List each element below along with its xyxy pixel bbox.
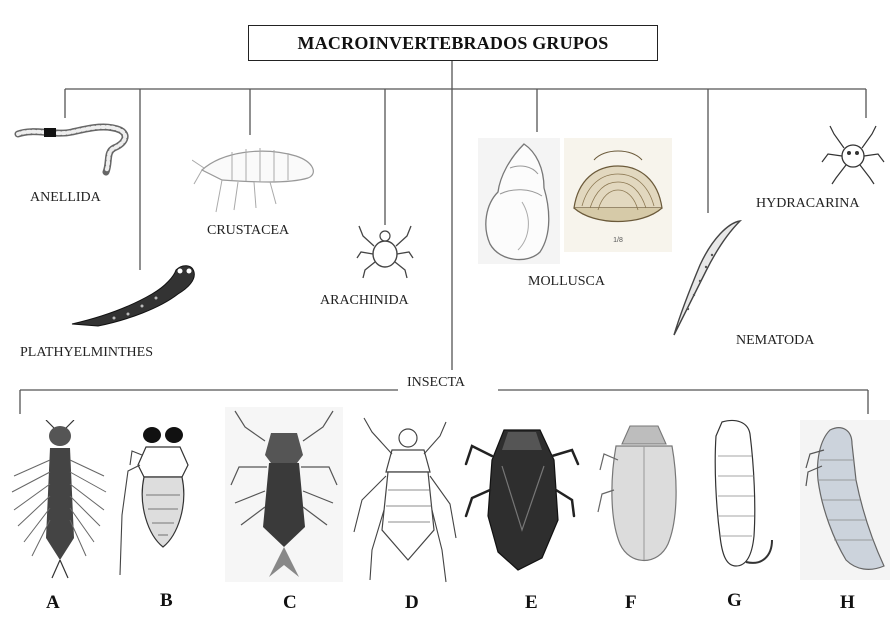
clam-scale-caption: 1/8	[613, 237, 623, 244]
mollusca-snail-illustration	[478, 138, 560, 264]
label-nematoda: NEMATODA	[736, 333, 814, 349]
insect-h-illustration	[800, 420, 890, 580]
diagram-title: MACROINVERTEBRADOS GRUPOS	[248, 25, 658, 61]
label-hydracarina: HYDRACARINA	[756, 196, 859, 212]
insect-a-illustration	[10, 420, 108, 580]
insect-letter-a: A	[46, 592, 60, 614]
insect-letter-b: B	[160, 590, 173, 612]
plathyelminthes-flatworm-illustration	[68, 258, 200, 334]
label-mollusca: MOLLUSCA	[528, 274, 605, 290]
label-anellida: ANELLIDA	[30, 190, 101, 206]
label-plathyelminthes: PLATHYELMINTHES	[20, 345, 153, 361]
mollusca-clam-illustration: 1/8	[564, 138, 672, 252]
arachinida-spider-illustration	[355, 218, 415, 280]
insect-c-illustration	[225, 407, 343, 582]
anellida-worm-illustration	[14, 120, 134, 180]
insect-b-illustration	[118, 425, 204, 580]
label-insecta: INSECTA	[407, 375, 465, 391]
insect-e-illustration	[462, 420, 582, 575]
insect-letter-d: D	[405, 592, 419, 614]
crustacea-amphipod-illustration	[192, 138, 322, 218]
insect-g-illustration	[706, 416, 786, 588]
nematoda-roundworm-illustration	[668, 215, 748, 340]
insect-d-illustration	[350, 410, 460, 586]
insect-letter-c: C	[283, 592, 297, 614]
insect-letter-f: F	[625, 592, 637, 614]
insect-letter-h: H	[840, 592, 855, 614]
insect-f-illustration	[596, 420, 692, 572]
hydracarina-mite-illustration	[820, 120, 886, 186]
insect-letter-g: G	[727, 590, 742, 612]
insect-letter-e: E	[525, 592, 538, 614]
label-arachinida: ARACHINIDA	[320, 293, 409, 309]
label-crustacea: CRUSTACEA	[207, 223, 289, 239]
